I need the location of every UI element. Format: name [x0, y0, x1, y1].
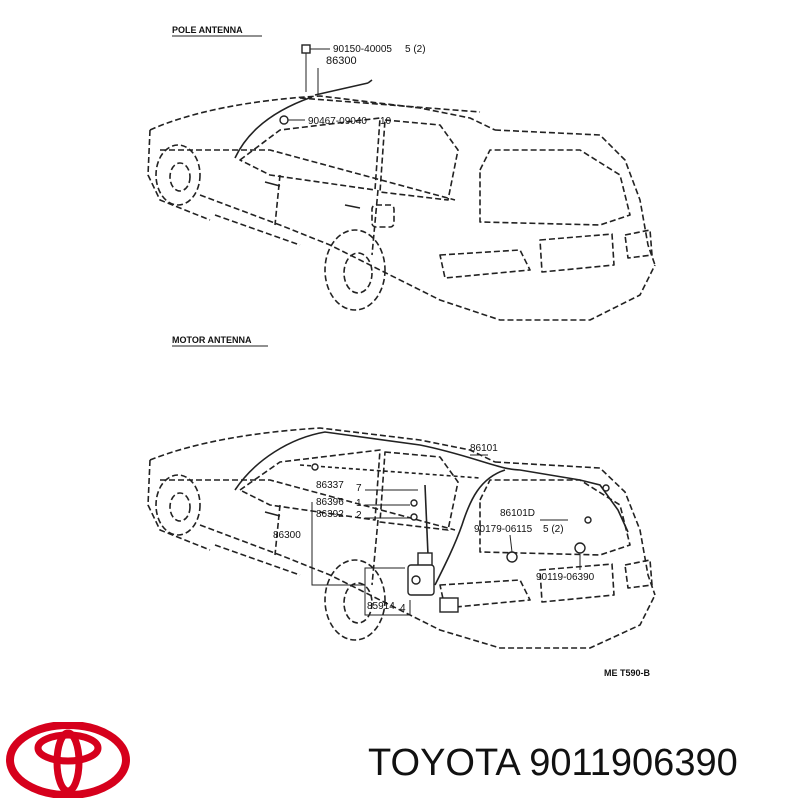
sheet-code: ME T590-B — [604, 668, 651, 678]
label-86337-qty: 7 — [356, 483, 362, 494]
label-86392-qty: 2 — [356, 510, 362, 521]
label-86392: 86392 — [316, 509, 344, 520]
leader-lines — [311, 454, 581, 616]
label-86300-pole: 86300 — [326, 55, 357, 67]
label-86396-qty: 1 — [356, 498, 362, 509]
motor-antenna-part — [407, 484, 459, 613]
motor-antenna-title: MOTOR ANTENNA — [172, 335, 252, 345]
pole-antenna-part — [234, 44, 373, 159]
label-85914: 85914 — [367, 601, 395, 612]
label-90119-06390: 90119-06390 — [536, 572, 595, 583]
label-screw-qty: 5 (2) — [405, 44, 426, 55]
label-90150-40005: 90150-40005 — [333, 44, 392, 55]
label-86101: 86101 — [470, 443, 498, 454]
label-clip-qty-motor: 5 (2) — [543, 524, 564, 535]
label-90179-06115: 90179-06115 — [474, 524, 533, 535]
brand-part-caption: TOYOTA 9011906390 — [368, 738, 793, 788]
pole-car-drawing — [147, 95, 656, 321]
motor-car-drawing — [147, 427, 656, 649]
brand-name: TOYOTA — [368, 742, 519, 784]
label-85914-qty: 4 — [400, 603, 406, 614]
pole-antenna-title: POLE ANTENNA — [172, 25, 243, 35]
motor-antenna-cord — [234, 431, 629, 586]
label-86396: 86396 — [316, 497, 344, 508]
pole-antenna-section: POLE ANTENNA — [147, 25, 656, 321]
label-86101D: 86101D — [500, 508, 535, 519]
label-86300-motor: 86300 — [273, 530, 301, 541]
part-number: 9011906390 — [529, 742, 738, 784]
motor-antenna-section: MOTOR ANTENNA — [147, 335, 656, 678]
toyota-logo-icon — [6, 722, 130, 798]
label-clip-qty: 10 — [380, 116, 392, 127]
label-90467-09040: 90467-09040 — [308, 116, 367, 127]
label-86337: 86337 — [316, 480, 344, 491]
